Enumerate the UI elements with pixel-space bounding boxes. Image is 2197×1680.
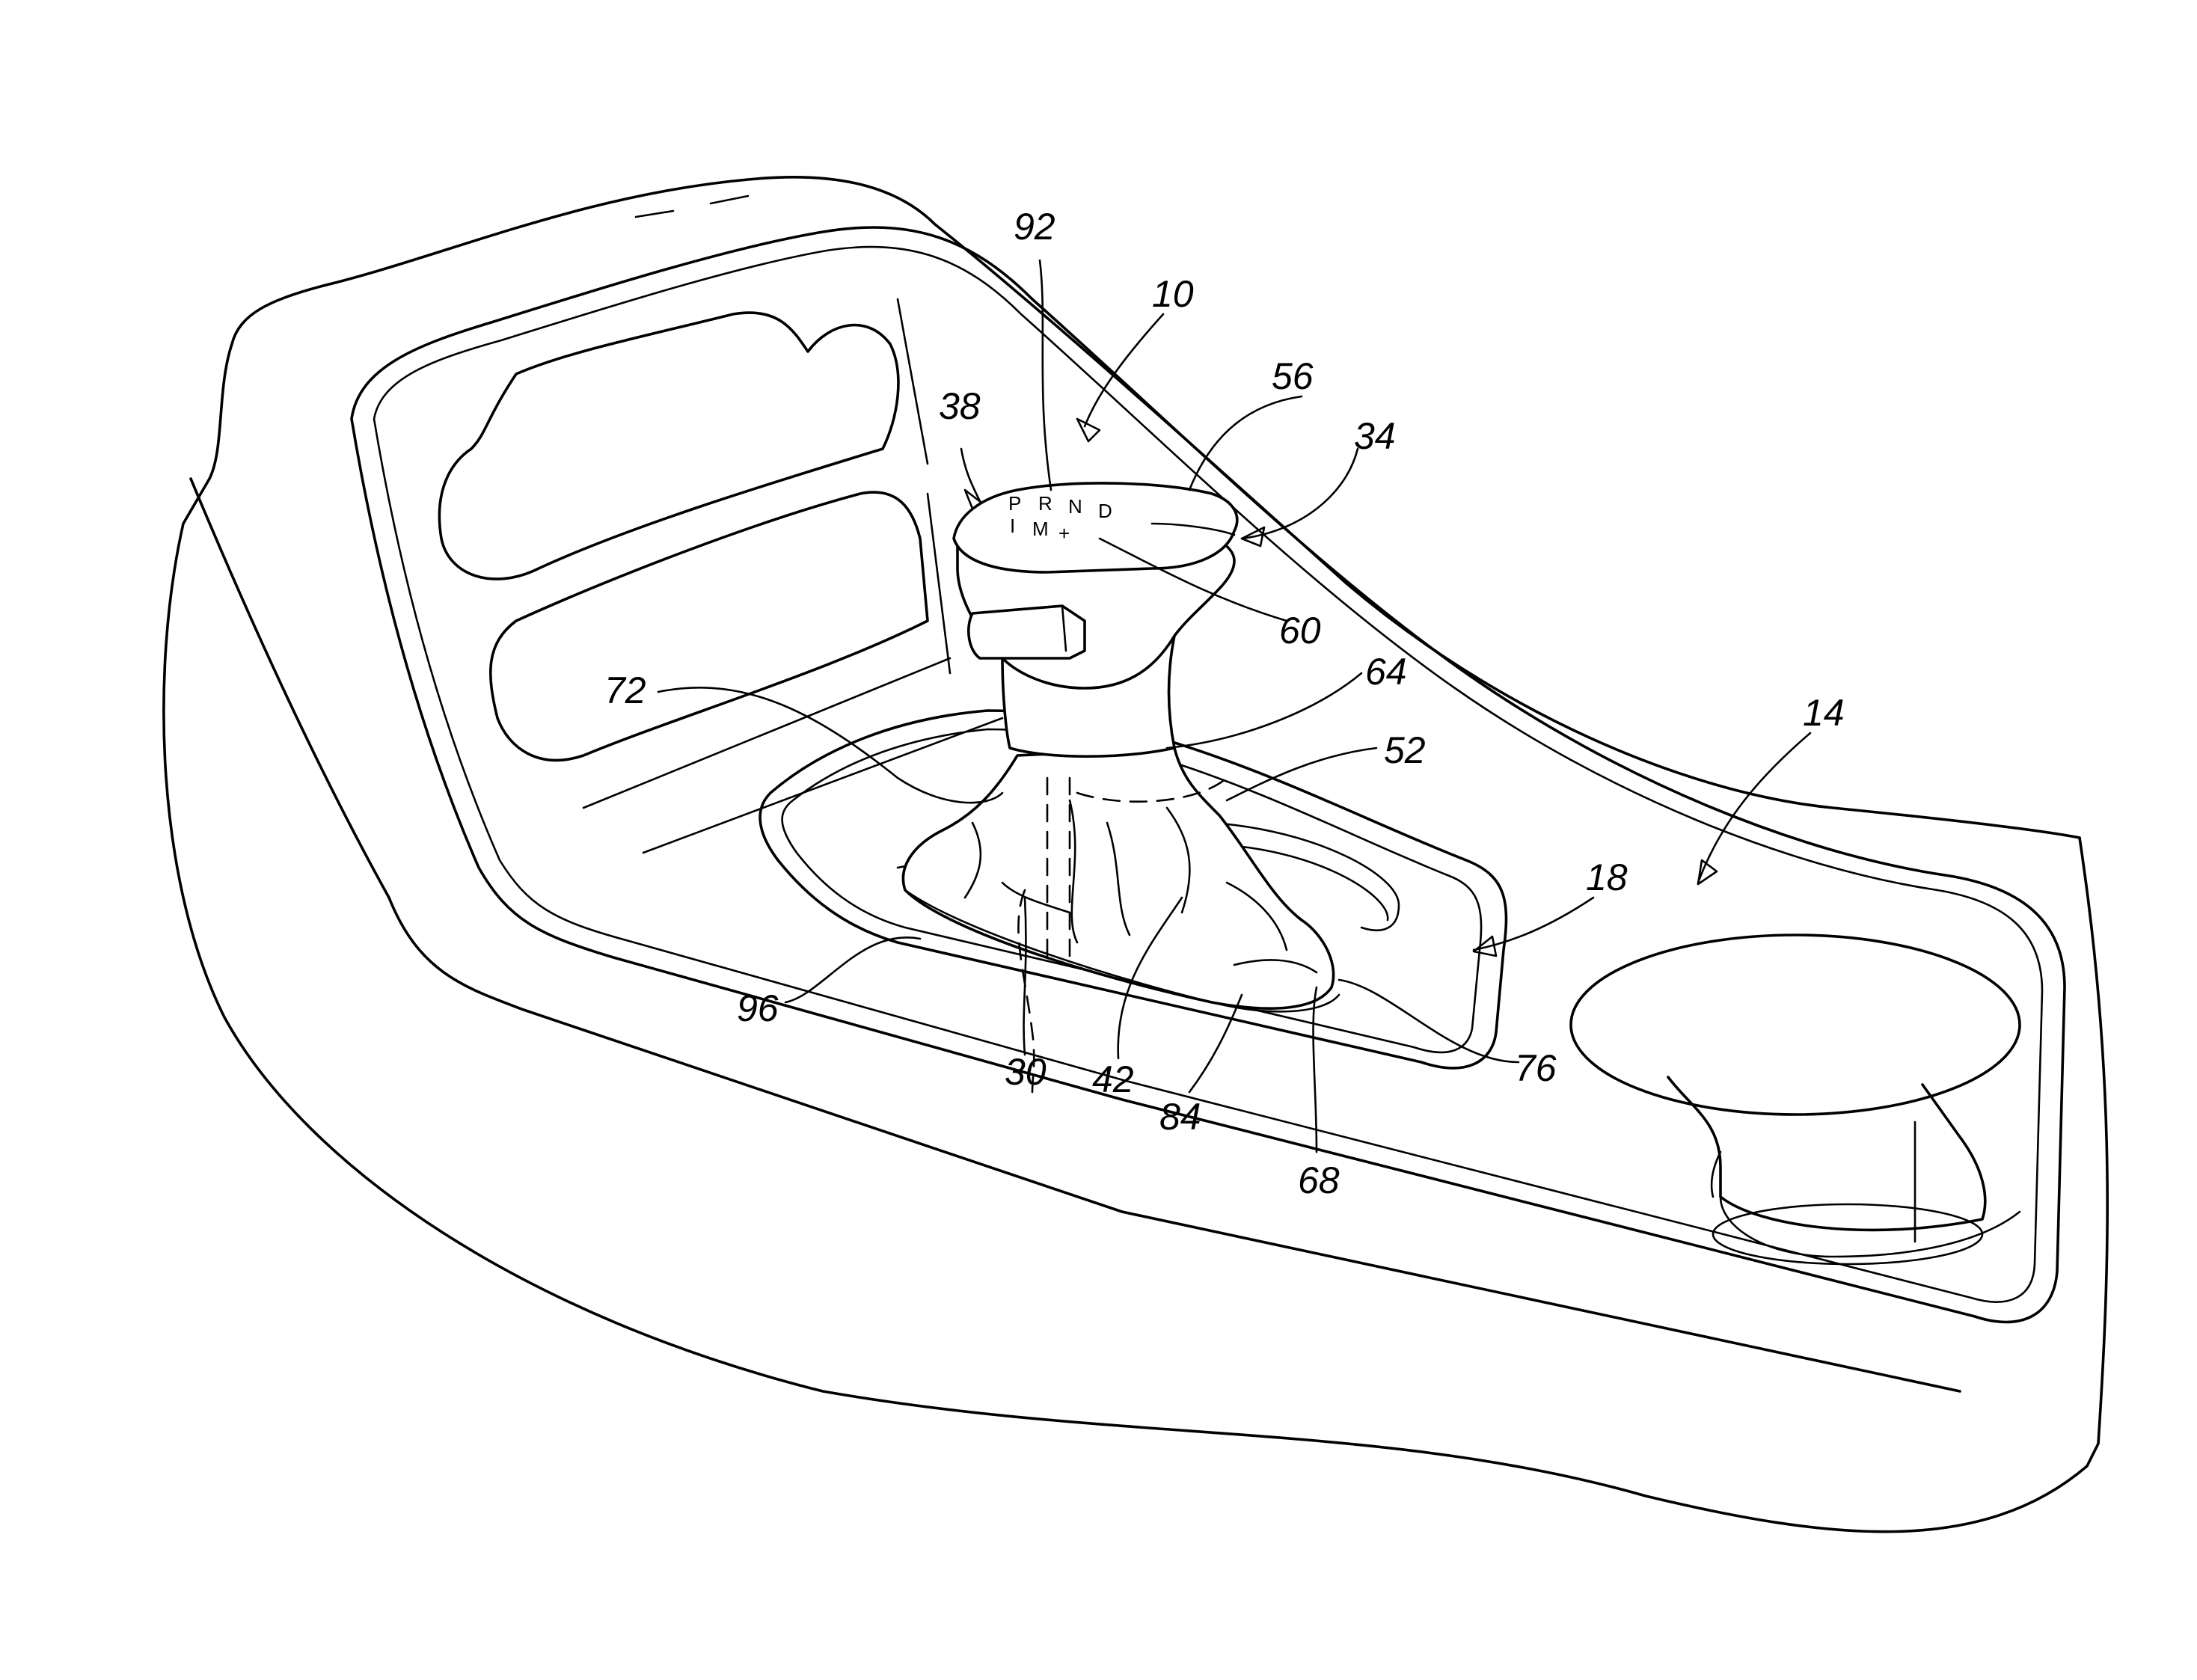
ref-18: 18 — [1586, 856, 1628, 898]
cup-holder — [1571, 935, 2020, 1264]
console-rim — [352, 196, 2065, 1322]
ref-14: 14 — [1803, 692, 1845, 734]
ref-52: 52 — [1384, 729, 1426, 771]
ref-56: 56 — [1272, 355, 1314, 397]
ref-30: 30 — [1005, 1051, 1047, 1093]
indicator-minus: I — [1010, 515, 1015, 537]
ref-92: 92 — [1014, 206, 1055, 248]
indicator-p: P — [1008, 492, 1021, 515]
shift-knob: P R N D I M + — [954, 483, 1237, 756]
indicator-plus: + — [1058, 522, 1070, 545]
storage-pockets — [439, 299, 1002, 853]
ref-72: 72 — [604, 669, 646, 711]
ref-96: 96 — [737, 987, 779, 1029]
ref-64: 64 — [1365, 651, 1407, 693]
ref-10: 10 — [1152, 273, 1194, 315]
indicator-r: R — [1038, 492, 1052, 515]
ref-42: 42 — [1092, 1058, 1134, 1100]
ref-34: 34 — [1354, 415, 1396, 457]
ref-38: 38 — [939, 385, 981, 427]
indicator-m: M — [1032, 518, 1049, 540]
reference-numerals: 92 10 56 38 34 60 64 72 52 14 18 96 76 3… — [604, 206, 1845, 1201]
ref-84: 84 — [1159, 1096, 1201, 1138]
indicator-n: N — [1068, 495, 1082, 518]
ref-60: 60 — [1279, 610, 1321, 652]
indicator-d: D — [1098, 500, 1112, 522]
ref-76: 76 — [1515, 1047, 1557, 1089]
ref-68: 68 — [1298, 1159, 1340, 1201]
